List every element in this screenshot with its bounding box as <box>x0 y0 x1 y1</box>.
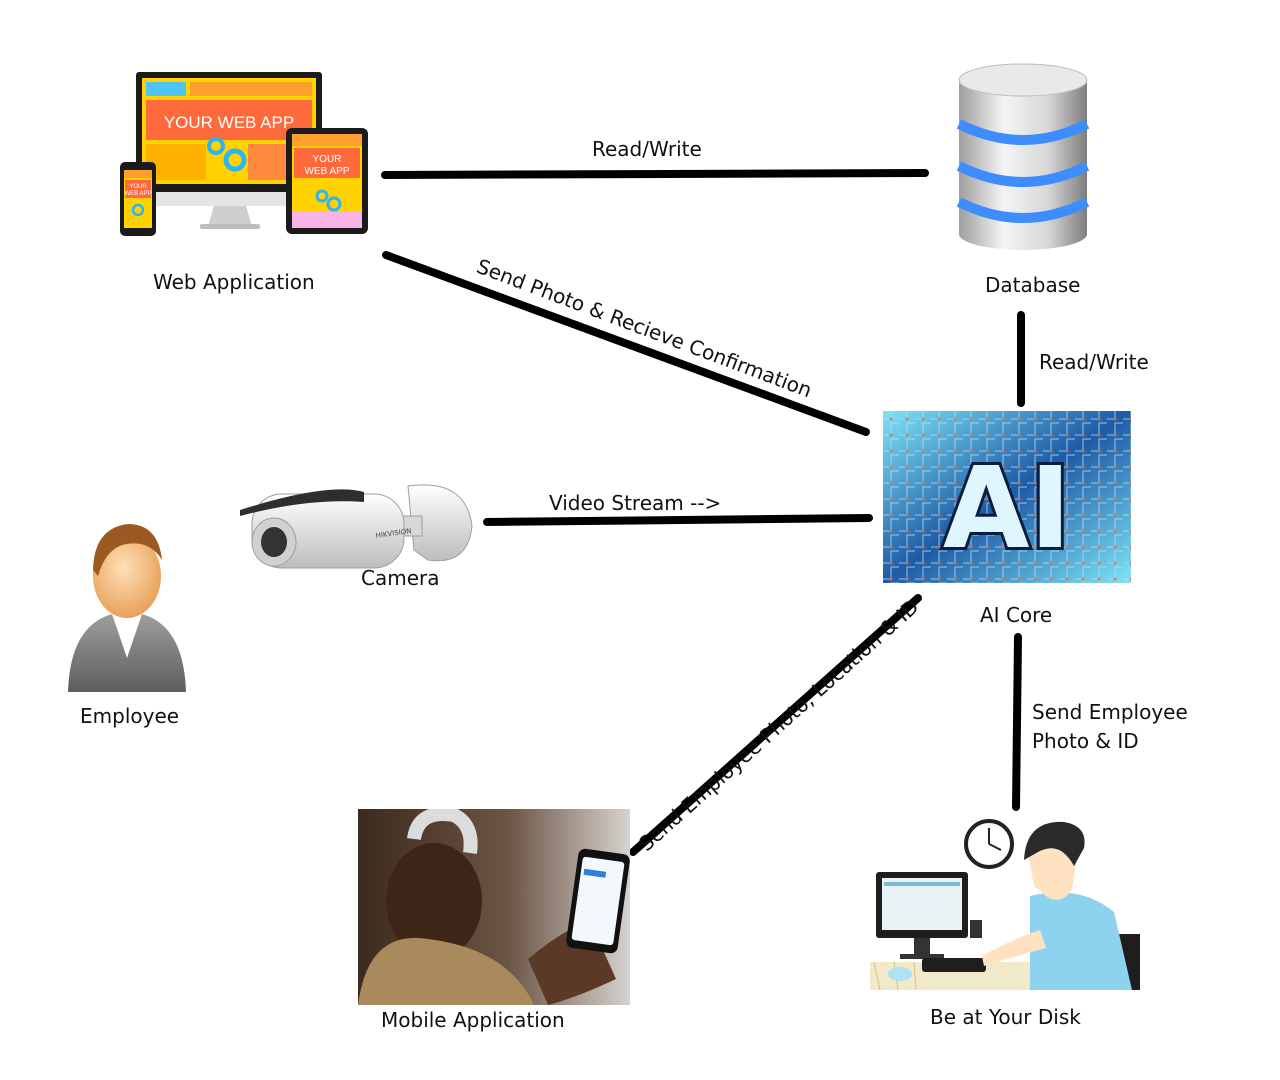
edge-label-ai-core-desk-line2: Photo & ID <box>1032 729 1139 753</box>
employee-icon <box>68 524 186 692</box>
edge-web-ai-core <box>382 251 870 436</box>
camera-icon: HIKVISION <box>240 484 473 569</box>
employee-label: Employee <box>80 704 180 728</box>
edge-ai-core-desk <box>1012 633 1022 811</box>
ai-logo-text: AI <box>943 444 1071 574</box>
mobile-application-icon <box>358 809 630 1005</box>
ai-core-label: AI Core <box>980 603 1053 627</box>
database-icon <box>956 63 1090 250</box>
camera-label: Camera <box>361 566 440 590</box>
phone-text-line1: YOUR <box>129 184 147 190</box>
edge-label-ai-core-desk-line1: Send Employee <box>1032 700 1188 724</box>
web-application-icon: YOUR WEB APP YOUR WEB APP YOUR WEB APP <box>120 72 368 236</box>
tablet-text-line2: WEB APP <box>304 166 349 177</box>
tablet-text-line1: YOUR <box>313 154 342 165</box>
edge-web-database <box>381 169 929 179</box>
mobile-application-label: Mobile Application <box>381 1008 565 1032</box>
edge-label-database-ai-core: Read/Write <box>1039 350 1149 374</box>
edge-label-web-database: Read/Write <box>592 137 702 161</box>
phone-text-line2: WEB APP <box>124 191 151 197</box>
web-screen-text: YOUR WEB APP <box>164 113 294 132</box>
web-application-label: Web Application <box>153 270 315 294</box>
ai-core-icon: AI <box>883 411 1131 583</box>
desk-worker-icon <box>870 819 1140 990</box>
database-label: Database <box>985 273 1081 297</box>
edge-label-camera-ai-core: Video Stream --> <box>549 491 722 515</box>
edge-mobile-ai-core <box>629 594 922 856</box>
edge-camera-ai-core <box>483 514 873 526</box>
desk-label: Be at Your Disk <box>930 1005 1081 1029</box>
